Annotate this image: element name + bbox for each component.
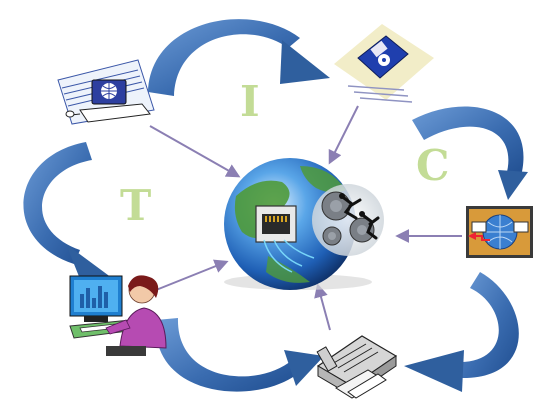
network-exchange-icon [466, 206, 533, 258]
cycle-arrow-left [23, 142, 112, 284]
connector-woman-to-globe [155, 259, 229, 291]
cycle-arrow-right-bottom [404, 272, 519, 392]
letter-t: T [120, 181, 151, 230]
letter-c: C [416, 141, 449, 190]
connector-floppy-to-globe [328, 105, 359, 165]
floppy-disk-icon [334, 24, 434, 103]
cycle-arrow-bottom [155, 318, 324, 392]
network-cable [263, 239, 315, 273]
printer-icon [316, 335, 398, 399]
woman-at-computer-icon [69, 275, 167, 356]
letter-i: I [240, 77, 260, 126]
cycle-arrow-top [148, 19, 330, 96]
cycle-arrow-right-top [412, 106, 528, 200]
connector-computer-to-globe [149, 125, 241, 178]
globe-network-icon [224, 158, 384, 290]
connector-arrows [149, 105, 462, 331]
ethernet-port [255, 205, 297, 243]
gear-cluster-icon [312, 184, 384, 256]
computer-icon [57, 59, 155, 125]
connector-printer-to-globe [314, 283, 331, 331]
